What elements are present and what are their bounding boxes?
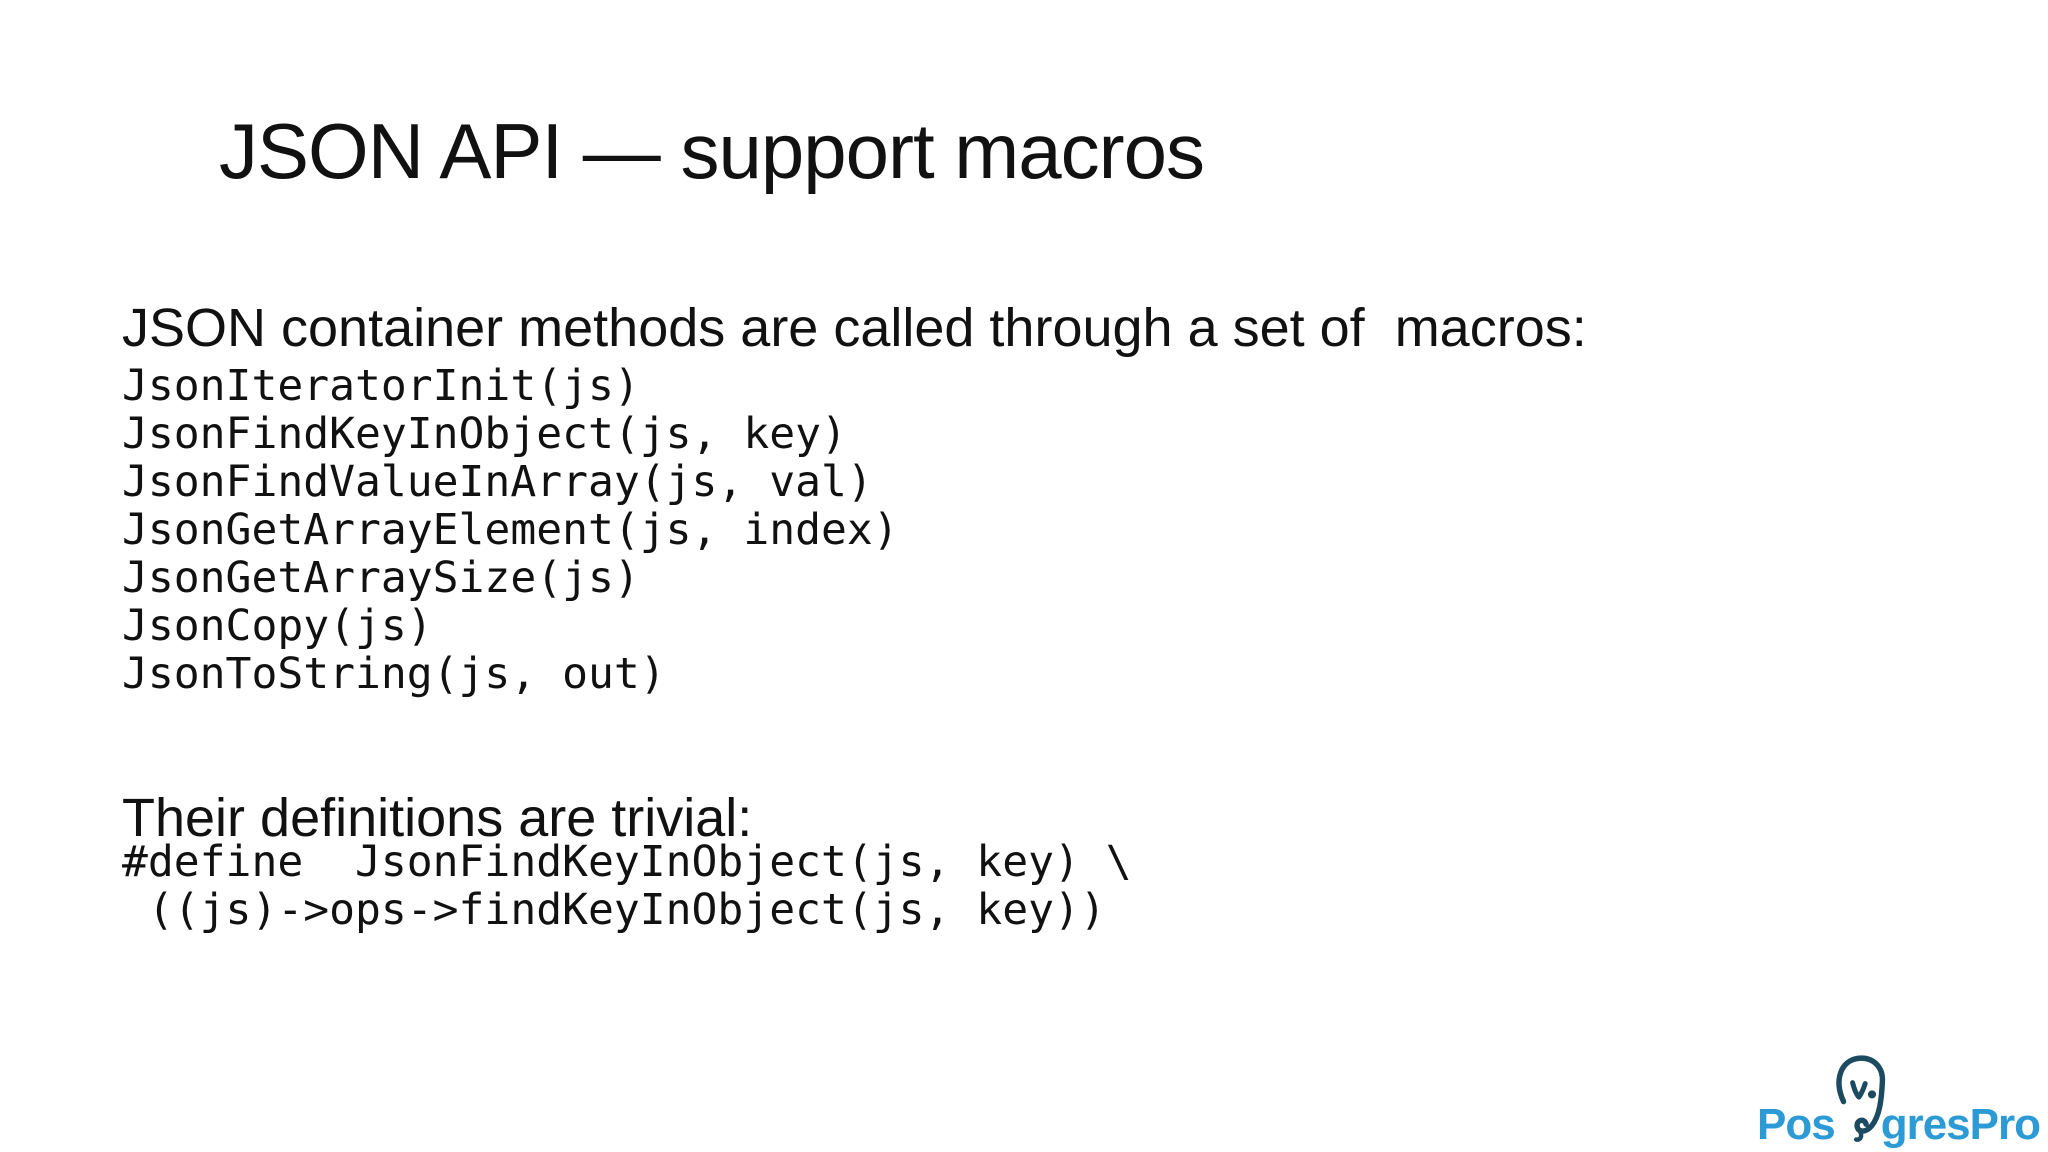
code-line: JsonFindValueInArray(js, val) [122, 457, 873, 507]
code-line: JsonIteratorInit(js) [122, 361, 640, 411]
logo-text-pos: Pos [1757, 1100, 1836, 1150]
code-line: JsonCopy(js) [122, 601, 433, 651]
slide-title: JSON API — support macros [219, 107, 1205, 196]
code-line: JsonFindKeyInObject(js, key) [122, 409, 847, 459]
code-line: JsonGetArraySize(js) [122, 553, 640, 603]
code-line: JsonGetArrayElement(js, index) [122, 505, 899, 555]
postgrespro-elephant-icon [1836, 1055, 1885, 1142]
code-line: JsonToString(js, out) [122, 649, 666, 699]
logo-text-grespro: gresPro [1880, 1100, 2041, 1150]
code-line: #define JsonFindKeyInObject(js, key) \ [122, 837, 1132, 887]
macro-list-code-block: JsonIteratorInit(js) JsonFindKeyInObject… [122, 362, 899, 698]
definitions-heading: Their definitions are trivial: [122, 788, 753, 848]
code-line: ((js)->ops->findKeyInObject(js, key)) [122, 885, 1106, 935]
intro-text: JSON container methods are called throug… [122, 298, 1587, 358]
postgrespro-logo: Pos gresPro [1757, 1050, 2041, 1150]
define-code-block: #define JsonFindKeyInObject(js, key) \ (… [122, 838, 1132, 934]
